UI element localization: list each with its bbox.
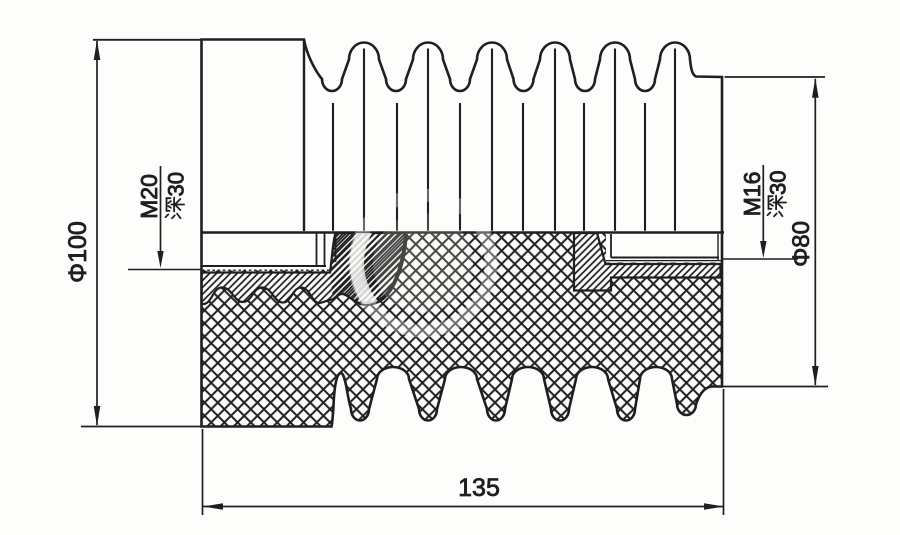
svg-text:M20: M20 <box>136 174 162 219</box>
svg-text:135: 135 <box>458 474 500 502</box>
svg-text:30: 30 <box>164 172 189 196</box>
svg-text:M16: M16 <box>739 172 765 217</box>
svg-text:Φ80: Φ80 <box>788 221 815 267</box>
svg-text:30: 30 <box>766 171 791 195</box>
svg-text:Φ100: Φ100 <box>64 221 92 283</box>
